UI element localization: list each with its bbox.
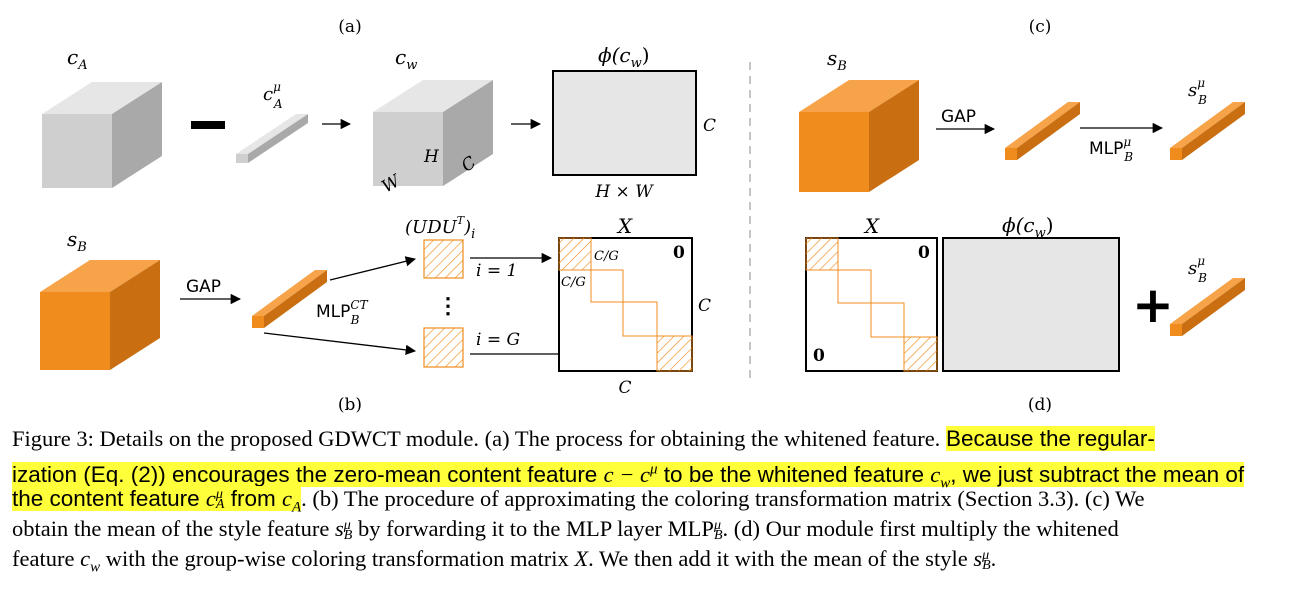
zero-label-d-top: 0 bbox=[918, 243, 930, 263]
dim-C-bottom-b: C bbox=[618, 378, 631, 398]
udut-label: (UDUT)i bbox=[405, 214, 475, 242]
caption-highlight: ization (Eq. (2)) encourages the zero-me… bbox=[12, 461, 1245, 491]
caption-highlight: Because the regular- bbox=[945, 426, 1155, 451]
cg-label-left: C/G bbox=[561, 275, 586, 290]
zero-label-b: 0 bbox=[673, 243, 685, 263]
dots-vertical: ⋮ bbox=[437, 293, 459, 319]
i-equals-1-label: i = 1 bbox=[476, 261, 517, 281]
sB-label-c: sB bbox=[827, 46, 847, 74]
sB-label-b: sB bbox=[67, 227, 87, 255]
caption-text: Figure 3: Details on the proposed GDWCT … bbox=[12, 426, 941, 451]
phi-cw-label-d: ϕ(cw) bbox=[1002, 213, 1054, 241]
coloring-matrix-X-b bbox=[558, 237, 693, 372]
style-feature-cube-c bbox=[799, 80, 919, 192]
panel-d-label: (d) bbox=[1028, 395, 1052, 415]
cg-label-top: C/G bbox=[594, 249, 619, 264]
dim-C-right-b: C bbox=[698, 296, 711, 316]
gap-label-b: GAP bbox=[186, 277, 221, 297]
group-matrix-block-G bbox=[423, 327, 464, 368]
style-feature-cube-b bbox=[40, 260, 160, 370]
caption-line-5: feature cw with the group-wise coloring … bbox=[12, 546, 997, 576]
i-equals-G-label: i = G bbox=[476, 330, 520, 350]
panel-a-label: (a) bbox=[338, 17, 361, 37]
cA-label: cA bbox=[67, 45, 88, 73]
X-label-d: X bbox=[863, 214, 880, 238]
style-mean-output-bar-c bbox=[1170, 102, 1245, 160]
plus-sign: + bbox=[1132, 276, 1174, 334]
gap-label-c: GAP bbox=[941, 107, 976, 127]
arrow-mlp-up bbox=[329, 256, 417, 281]
panel-c-label: (c) bbox=[1029, 17, 1052, 37]
mean-vector-bar-gray bbox=[236, 114, 308, 163]
phi-cw-label-a: ϕ(cw) bbox=[598, 43, 650, 71]
content-feature-cube-cA bbox=[42, 82, 162, 188]
style-mean-bar-c bbox=[1005, 102, 1080, 160]
panel-b-label: (b) bbox=[338, 395, 362, 415]
dim-HxW-label: H × W bbox=[594, 182, 654, 202]
whitened-feature-cube-cw bbox=[373, 80, 493, 186]
caption-line-1: Figure 3: Details on the proposed GDWCT … bbox=[12, 424, 1280, 454]
zero-label-d-bottom: 0 bbox=[813, 346, 825, 366]
arrow-mlp-down bbox=[263, 332, 417, 356]
style-mean-bar-d bbox=[1170, 278, 1245, 336]
minus-sign bbox=[191, 121, 225, 129]
caption-line-2: ization (Eq. (2)) encourages the zero-me… bbox=[12, 454, 1280, 491]
group-matrix-block-1 bbox=[423, 239, 464, 279]
figure-caption: Figure 3: Details on the proposed GDWCT … bbox=[12, 424, 1280, 576]
phi-cw-matrix-a bbox=[552, 70, 697, 176]
dim-H-label: H bbox=[423, 147, 440, 167]
style-mean-bar-b bbox=[252, 270, 327, 328]
cw-label: cw bbox=[395, 45, 417, 73]
dim-C-label-matrix: C bbox=[703, 116, 716, 136]
X-label-b: X bbox=[616, 214, 633, 238]
coloring-matrix-X-d bbox=[805, 237, 938, 372]
phi-cw-matrix-d bbox=[942, 237, 1120, 372]
